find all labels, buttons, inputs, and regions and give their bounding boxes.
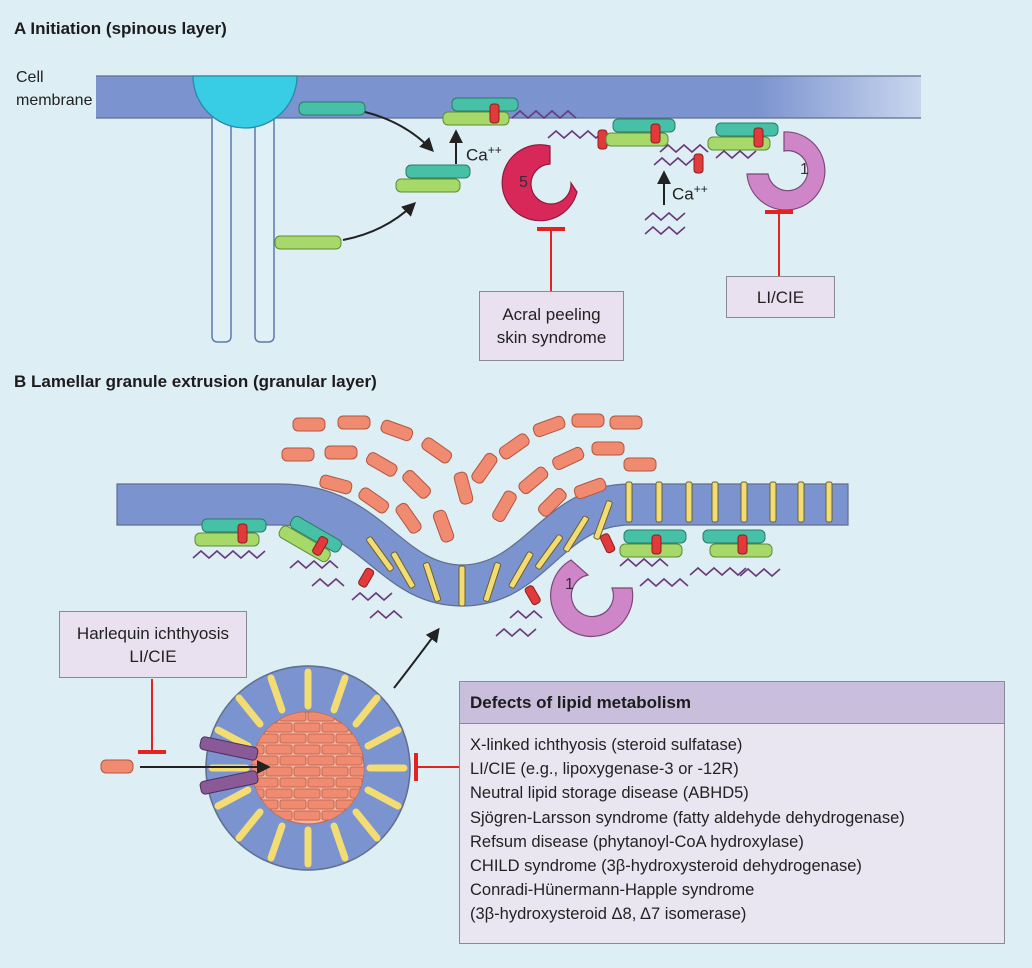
panel-b-graphics [100,413,849,871]
licie-box-a: LI/CIE [726,276,835,318]
curved-membrane [116,483,849,607]
enzyme-1-shape-b [550,559,634,637]
lamellar-granule [199,665,411,871]
panel-a-graphics [96,75,921,343]
enzyme-1-shape-a [746,131,826,211]
membrane-complexes [442,97,779,236]
defect-item: Neutral lipid storage disease (ABHD5) [470,784,749,803]
membrane-lipid-rods [366,481,833,607]
defect-item: Sjögren-Larsson syndrome (fatty aldehyde… [470,808,905,827]
defect-item: Refsum disease (phytanoyl-CoA hydroxylas… [470,832,804,851]
membrane-label-line1: Cell [16,69,44,86]
acral-peeling-box: Acral peeling skin syndrome [479,291,624,361]
panel-b-title: B Lamellar granule extrusion (granular l… [14,372,377,391]
calcium-text: Ca [466,145,488,165]
defects-title: Defects of lipid metabolism [460,682,1004,724]
harlequin-line2: LI/CIE [129,646,177,666]
calcium-charge: ++ [487,143,502,157]
arrow-to-complex-1 [364,111,434,153]
lipid-brick-entering [100,759,134,774]
defect-item: CHILD syndrome (3β-hydroxysteroid dehydr… [470,857,862,876]
inhibitor-lines-a [537,210,793,292]
extrusion-arrow [393,627,440,689]
arrow-to-complex-2 [342,202,417,241]
calcium-charge: ++ [693,182,708,196]
membrane-label-line2: membrane [16,92,93,109]
defect-item: Conradi-Hünermann-Happle syndrome [470,881,755,900]
calcium-label-1: Ca++ [466,143,502,166]
calcium-text: Ca [672,184,694,204]
defects-panel: Defects of lipid metabolism X-linked ich… [459,681,1005,944]
enzyme-1-label-a: 1 [800,161,809,178]
extruded-lipids [281,413,657,543]
protein-precursors [274,101,471,250]
calcium-label-2: Ca++ [672,182,708,205]
defect-item: (3β-hydroxysteroid Δ8, Δ7 isomerase) [470,905,747,924]
enzyme-1-label-b: 1 [565,576,574,593]
vesicle-stalk [192,75,298,343]
defect-item: LI/CIE (e.g., lipoxygenase-3 or -12R) [470,760,739,779]
defect-item: X-linked ichthyosis (steroid sulfatase) [470,736,743,754]
harlequin-line1: Harlequin ichthyosis [76,623,230,643]
acral-peeling-line2: skin syndrome [496,328,607,347]
licie-label-a: LI/CIE [756,287,805,307]
enzyme-5-label: 5 [519,174,528,191]
defects-list: X-linked ichthyosis (steroid sulfatase) … [460,724,1004,927]
panel-a-title: A Initiation (spinous layer) [14,19,227,38]
acral-peeling-line1: Acral peeling [502,305,601,324]
enzyme-5-shape [501,144,578,222]
membrane-complexes-b [192,515,781,638]
harlequin-box: Harlequin ichthyosis LI/CIE [59,611,247,678]
inhibitor-lines-b [138,679,459,781]
